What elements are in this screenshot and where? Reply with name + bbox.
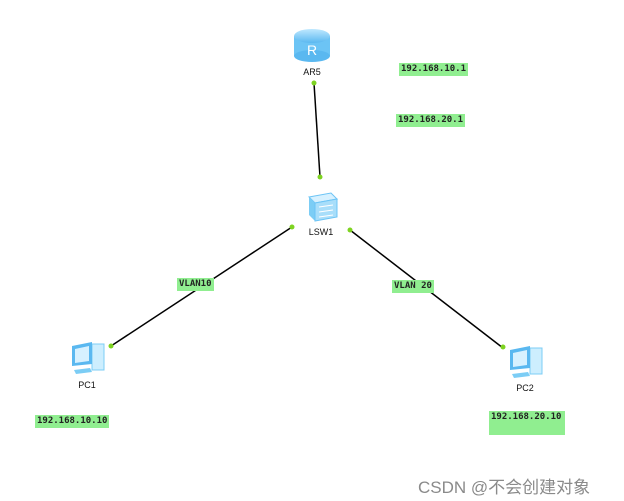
pc2-label: PC2 (516, 383, 534, 393)
port-dot (108, 343, 114, 349)
pc1-label: PC1 (78, 380, 96, 390)
link-ar5-lsw1[interactable] (313, 82, 321, 178)
vlan20-label[interactable]: VLAN 20 (392, 280, 434, 293)
svg-text:R: R (307, 42, 317, 58)
gateway-vlan10-label[interactable]: 192.168.10.1 (399, 63, 469, 76)
vlan10-label[interactable]: VLAN10 (177, 278, 214, 291)
pc2-icon[interactable] (506, 344, 546, 380)
pc1-icon[interactable] (68, 340, 108, 376)
router-icon[interactable]: R (293, 27, 331, 63)
port-dot (311, 80, 317, 86)
port-dot (500, 344, 506, 350)
gateway-vlan20-label[interactable]: 192.168.20.1 (396, 114, 466, 127)
watermark: CSDN @不会创建对象 (418, 478, 591, 497)
port-dot (317, 174, 323, 180)
port-dot (289, 224, 295, 230)
pc2-ip-label[interactable]: 192.168.20.10 (489, 411, 565, 435)
port-dot (347, 227, 353, 233)
pc1-ip-label[interactable]: 192.168.10.10 (35, 415, 110, 428)
switch-icon[interactable] (305, 189, 339, 223)
switch-label: LSW1 (308, 227, 334, 237)
router-label: AR5 (303, 67, 321, 77)
